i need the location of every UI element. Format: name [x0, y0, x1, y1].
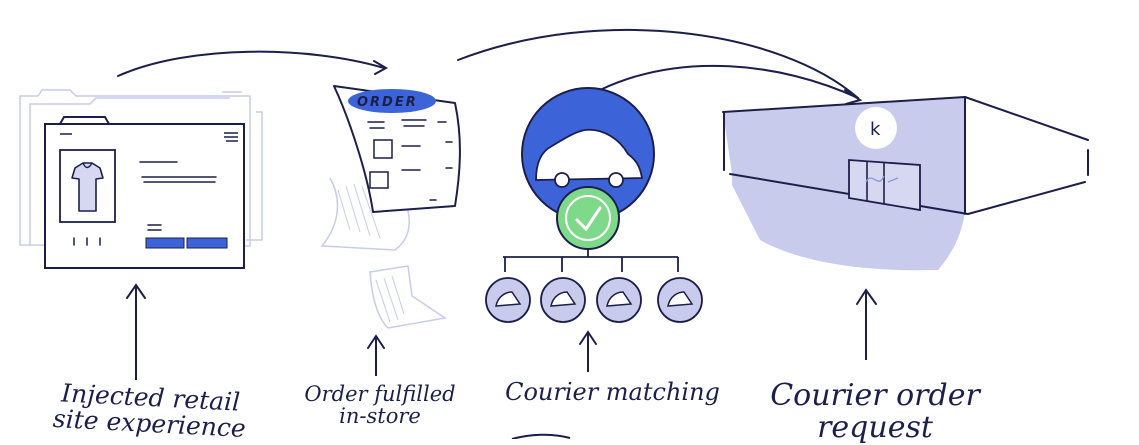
store-floor [732, 174, 965, 271]
store-logo-letter: k [870, 119, 881, 140]
arrow-site-to-order [117, 50, 385, 77]
order-sheet [333, 85, 461, 213]
add-to-cart-button-sketch [145, 237, 185, 249]
caption-order-fulfilled: Order fulfilled in-store [300, 383, 460, 427]
arrow-to-store-head [844, 89, 863, 105]
arrow-courier-to-store [599, 64, 859, 99]
caption-order-fulfilled-line-1: Order fulfilled [304, 382, 456, 406]
caption-order-fulfilled-line-2: in-store [339, 404, 421, 429]
caption-courier-order-request-line-1: Courier order [770, 378, 980, 413]
order-label: ORDER [357, 95, 418, 110]
order-document-illustration: ORDER [320, 85, 461, 329]
check-icon [565, 195, 611, 241]
courier-matching-illustration [485, 87, 703, 323]
bottom-partial-stroke [511, 433, 571, 440]
order-label-highlight [348, 89, 436, 113]
retail-site-illustration [19, 89, 263, 269]
store-logo [855, 107, 897, 149]
buy-button-sketch [186, 237, 228, 249]
flow-arrows [117, 28, 863, 105]
tshirt-icon [71, 162, 104, 212]
arrow-site-to-order-head [373, 60, 389, 75]
car-icon [535, 128, 644, 181]
caption-retail-site: Injected retail site experience [39, 378, 261, 443]
caption-courier-matching: Courier matching [505, 378, 720, 406]
caption-courier-order-request-line-2: request [817, 409, 933, 445]
caption-courier-order-request: Courier order request [770, 380, 980, 443]
caption-courier-matching-line-1: Courier matching [505, 378, 720, 406]
arrow-order-to-store [457, 28, 859, 99]
store-illustration: k [722, 96, 1089, 271]
